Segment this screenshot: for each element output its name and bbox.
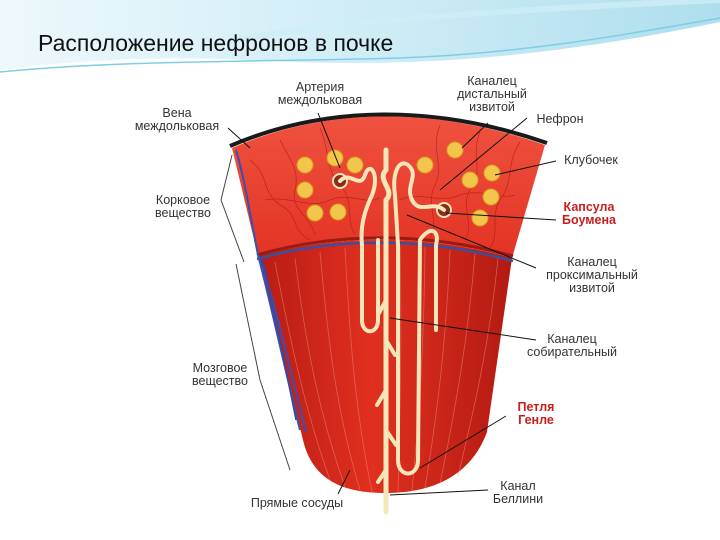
label-vein: Вена междольковая (134, 106, 220, 133)
label-artery: Артерия междольковая (277, 80, 363, 107)
label-vasa-recta: Прямые сосуды (250, 496, 344, 510)
label-bowman-capsule: Капсула Боумена (562, 200, 616, 227)
label-glomerulus: Клубочек (564, 153, 618, 167)
header-wave-line-2 (229, 0, 720, 43)
label-nephron: Нефрон (536, 112, 584, 126)
header-wave-line (0, 17, 720, 73)
label-bellini-duct: Канал Беллини (492, 479, 544, 506)
glomeruli (296, 141, 501, 227)
header-wave (0, 0, 720, 70)
nephron-tubules (338, 147, 446, 515)
leader-lines (227, 112, 557, 496)
region-brackets (220, 154, 291, 471)
label-collecting-duct: Каналец собирательный (527, 332, 617, 359)
label-cortex: Корковое вещество (155, 193, 211, 220)
kidney-capsule (229, 112, 548, 148)
label-proximal-tubule: Каналец проксимальный извитой (546, 255, 638, 295)
label-medulla: Мозговое вещество (192, 361, 248, 388)
label-distal-tubule: Каналец дистальный извитой (457, 74, 527, 114)
label-henle-loop: Петля Генле (517, 400, 555, 427)
collecting-duct (380, 147, 392, 515)
medulla-striations (274, 245, 499, 493)
vasa-recta (261, 257, 297, 421)
slide-title: Расположение нефронов в почке (38, 30, 394, 56)
